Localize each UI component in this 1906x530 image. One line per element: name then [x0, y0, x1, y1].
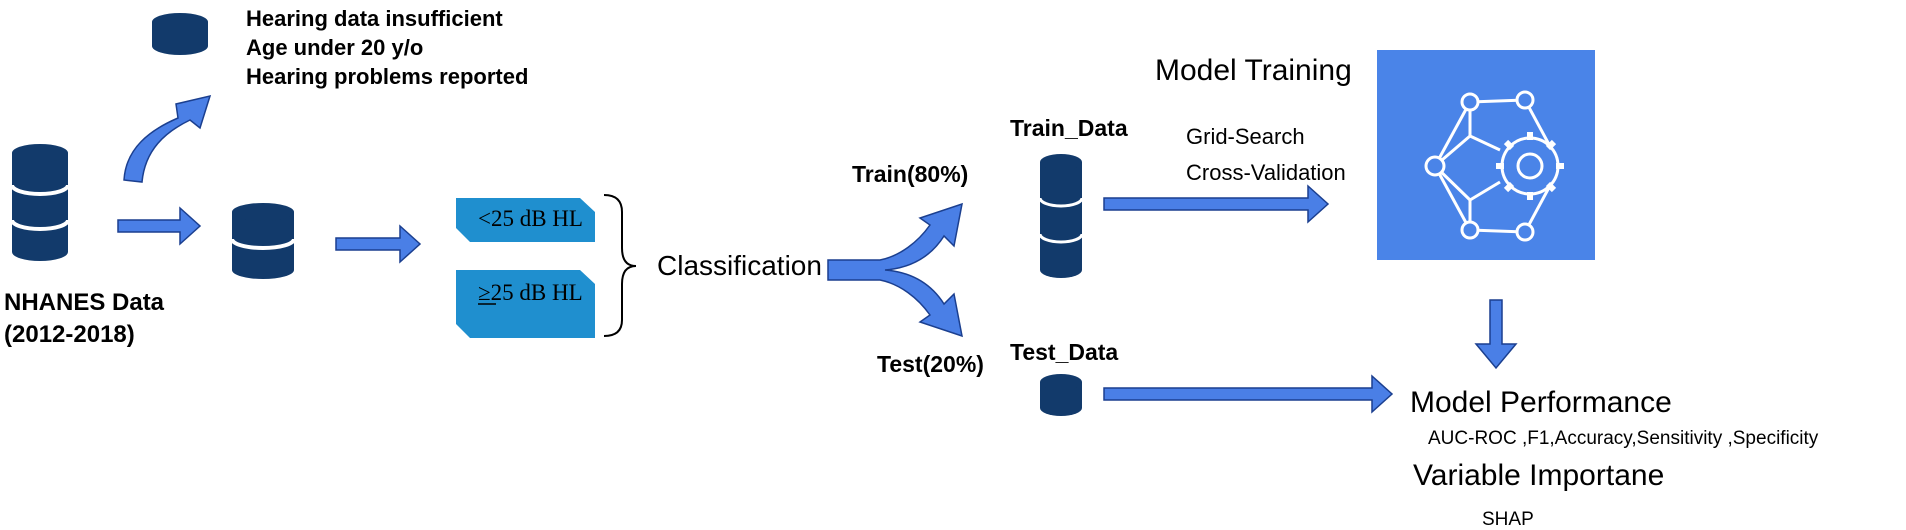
test-database-icon	[1040, 374, 1082, 416]
classification-label: Classification	[657, 250, 822, 281]
arrow-model-to-performance	[1474, 299, 1518, 370]
split-arrow	[827, 202, 963, 338]
classification-brace	[603, 194, 637, 337]
arrow-train-to-model	[1103, 184, 1330, 224]
test-data-label: Test_Data	[1010, 339, 1118, 365]
class-box-normal: <25 dB HL	[456, 198, 595, 242]
exclusion-criteria: Hearing data insufficient Age under 20 y…	[246, 4, 528, 91]
source-label: NHANES Data (2012-2018)	[4, 287, 164, 351]
neural-network-gear-icon	[1424, 90, 1564, 242]
excluded-database-icon	[152, 13, 208, 55]
test-split-label: Test(20%)	[877, 351, 984, 377]
cross-validation-label: Cross-Validation	[1186, 160, 1346, 185]
performance-metrics: AUC-ROC ,F1,Accuracy,Sensitivity ,Specif…	[1428, 428, 1819, 449]
exclusion-item: Hearing data insufficient	[246, 6, 503, 31]
nhanes-database-icon	[10, 144, 70, 261]
arrow-to-filtered	[117, 206, 202, 246]
class-impaired-label: ≥25 dB HL	[478, 280, 583, 305]
train-split-label: Train(80%)	[852, 161, 968, 187]
model-performance-title: Model Performance	[1410, 386, 1672, 419]
train-data-label: Train_Data	[1010, 115, 1128, 141]
model-box	[1377, 50, 1595, 260]
class-normal-label: <25 dB HL	[478, 206, 583, 231]
train-database-icon	[1038, 154, 1084, 278]
class-box-impaired: ≥25 dB HL	[456, 270, 595, 338]
arrow-test-to-performance	[1103, 374, 1394, 414]
filtered-database-icon	[230, 203, 296, 279]
exclusion-arrow	[123, 94, 212, 183]
source-years: (2012-2018)	[4, 321, 135, 348]
grid-search-label: Grid-Search	[1186, 124, 1305, 149]
shap-label: SHAP	[1482, 509, 1534, 530]
variable-importance-title: Variable Importane	[1413, 459, 1664, 492]
exclusion-item: Hearing problems reported	[246, 64, 529, 89]
model-training-title: Model Training	[1155, 54, 1352, 87]
source-name: NHANES Data	[4, 289, 165, 316]
exclusion-item: Age under 20 y/o	[246, 35, 424, 60]
arrow-to-classes	[335, 224, 422, 264]
